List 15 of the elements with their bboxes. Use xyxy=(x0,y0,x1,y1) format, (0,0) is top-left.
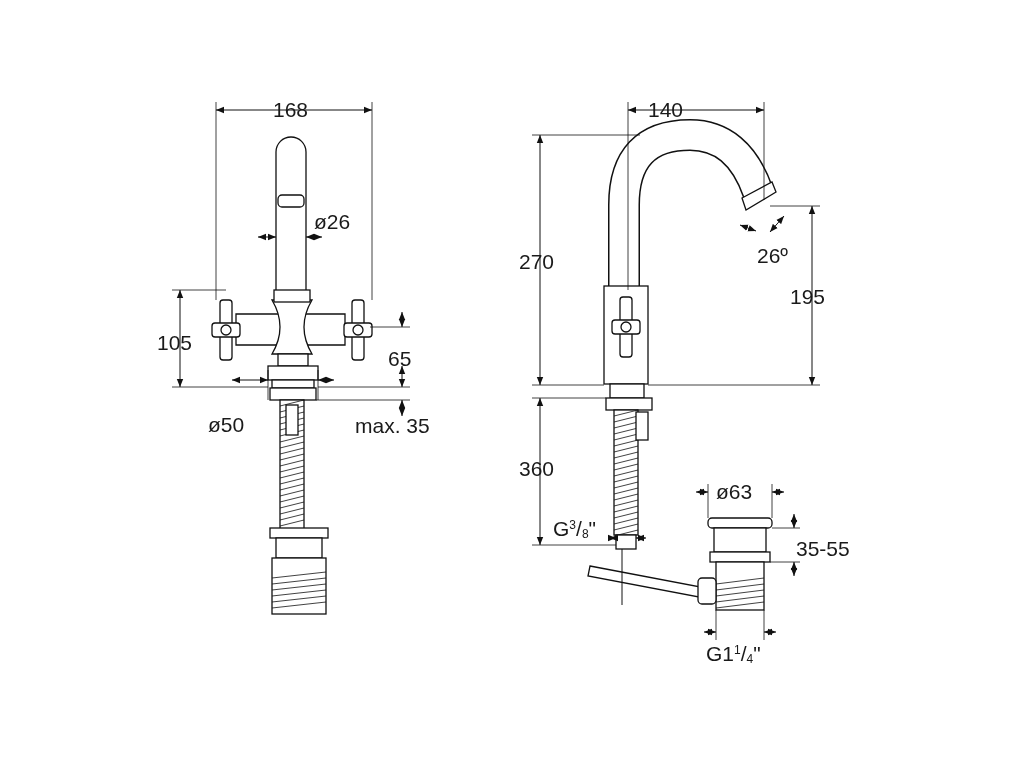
dimension-label: 140 xyxy=(648,99,684,120)
dimension-label: ø50 xyxy=(208,414,245,435)
dimension-label: 360 xyxy=(519,458,555,479)
dimension-label: 270 xyxy=(519,251,555,272)
dimension-label: 105 xyxy=(157,332,193,353)
dimension-label: ø26 xyxy=(314,211,351,232)
dimension-label: 168 xyxy=(273,99,309,120)
dimension-label: G$^{3}$/$_{8}$" xyxy=(553,518,597,540)
dimension-label: G1$^{1}$/$_{4}$" xyxy=(706,643,761,665)
dimension-label: 195 xyxy=(790,286,826,307)
dimension-label: 65 xyxy=(388,348,412,369)
dimension-label: 26º xyxy=(757,245,789,266)
dimension-label: max. 35 xyxy=(355,415,430,436)
dimension-label: 35-55 xyxy=(796,538,850,559)
dimension-label: ø63 xyxy=(716,481,753,502)
